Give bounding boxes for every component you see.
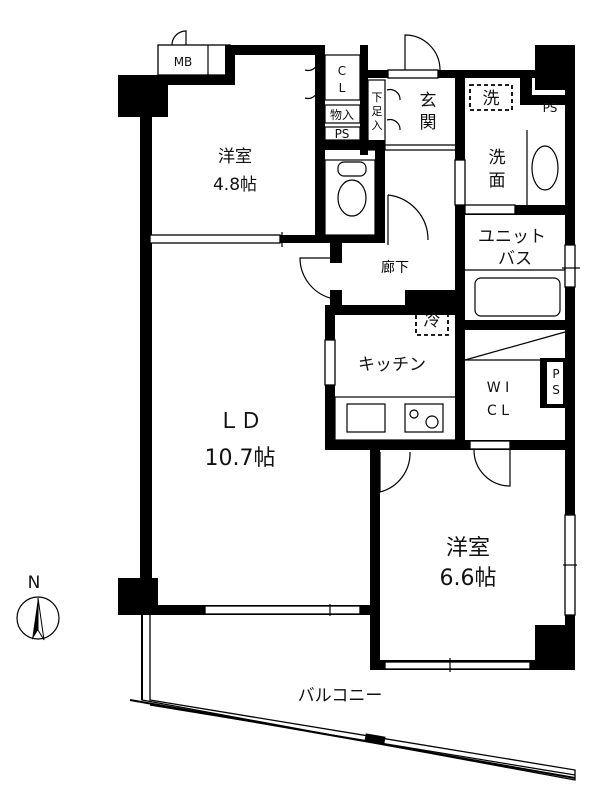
cl-label-l: L — [339, 81, 346, 95]
cl-label-c: C — [338, 64, 346, 78]
wic-label-1: W I — [487, 380, 509, 396]
washroom-label-2: 面 — [489, 171, 506, 191]
ps-label-right: PS — [543, 101, 558, 115]
ld-size: 10.7帖 — [205, 446, 276, 471]
ld-name: ＬＤ — [218, 409, 262, 434]
storage-label: 物入 — [330, 108, 354, 122]
ps-label-wic-1: P — [552, 367, 559, 381]
mb-label: MB — [174, 55, 193, 69]
hallway-label: 廊下 — [381, 259, 409, 276]
ps-label-wic-2: S — [552, 383, 560, 397]
balcony-label: バルコニー — [298, 686, 383, 706]
walls — [118, 44, 576, 670]
unit-bath-label-2: バス — [498, 249, 532, 269]
room-1-size: 4.8帖 — [213, 175, 257, 195]
entrance-label-1: 玄 — [420, 91, 437, 111]
washroom-label-1: 洗 — [489, 148, 506, 168]
room-1-name: 洋室 — [218, 147, 252, 167]
ps-label-left: PS — [335, 127, 350, 141]
wic-label-2: C L — [487, 403, 509, 419]
balcony — [129, 611, 576, 781]
compass-north-label: N — [28, 573, 41, 593]
shoe-label-1: 下 — [372, 91, 383, 104]
fixtures — [171, 30, 580, 672]
entrance-label-2: 関 — [420, 113, 437, 133]
room-2-name: 洋室 — [446, 536, 490, 561]
shoe-label-3: 入 — [372, 119, 383, 132]
fridge-label: 冷 — [424, 311, 441, 331]
unit-bath-label-1: ユニット — [478, 227, 546, 247]
shoe-label-2: 足 — [372, 105, 383, 118]
compass-icon: N — [16, 573, 60, 641]
room-2-size: 6.6帖 — [440, 566, 497, 591]
washer-label: 洗 — [483, 89, 500, 109]
kitchen-label: キッチン — [358, 355, 426, 375]
